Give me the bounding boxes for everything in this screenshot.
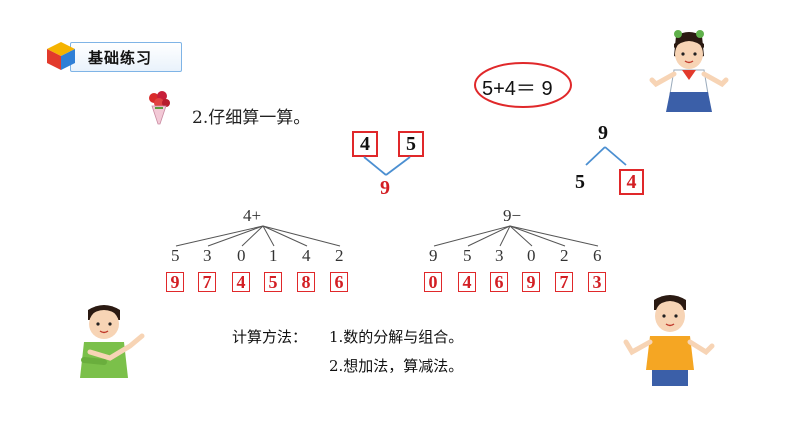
sub-operand: 6 [593,246,602,265]
split-left-box-b: 5 [398,131,424,157]
add-operand: 1 [269,246,278,265]
sub-tree-lines [433,225,599,247]
sub-tree-root: 9− [503,206,522,225]
add-answer-box: 8 [297,272,315,292]
equation-text: 5+4＝ 9 [482,78,553,100]
split-left-result: 9 [380,177,390,199]
sub-answer-box: 4 [458,272,476,292]
sub-operand: 3 [495,246,504,265]
split-right-left: 5 [575,171,585,193]
add-tree-root: 4+ [243,206,262,225]
sub-answer-box: 6 [490,272,508,292]
add-operand: 0 [237,246,246,265]
sub-answer-box: 0 [424,272,442,292]
split-left-box-a: 4 [352,131,378,157]
add-answer-box: 5 [264,272,282,292]
add-answer-box: 7 [198,272,216,292]
girl-illustration [649,30,729,112]
section-title: 基础练习 [88,49,153,67]
method-label: 计算方法： [232,328,308,346]
boy-illustration-left [80,305,145,378]
split-right-answer: 4 [619,169,644,195]
add-answer-box: 4 [232,272,250,292]
equation-circle [474,62,572,108]
sub-operand: 5 [463,246,472,265]
sub-answer-box: 9 [522,272,540,292]
sub-operand: 2 [560,246,569,265]
sub-operand: 0 [527,246,536,265]
add-operand: 5 [171,246,180,265]
flower-icon [149,91,170,125]
cube-icon [47,42,75,70]
split-right-top: 9 [598,122,608,144]
add-operand: 2 [335,246,344,265]
method-line-1: 1.数的分解与组合。 [329,328,464,346]
add-answer-box: 6 [330,272,348,292]
sub-operand: 9 [429,246,438,265]
section-header-bar [70,42,182,72]
sub-answer-box: 3 [588,272,606,292]
sub-answer-box: 7 [555,272,573,292]
add-operand: 4 [302,246,311,265]
task-label: 2.仔细算一算。 [192,108,311,128]
method-line-2: 2.想加法，算减法。 [329,357,464,375]
split-right-lines [585,146,627,166]
add-tree-lines [175,225,341,247]
section-header: 基础练习 [44,38,182,74]
add-operand: 3 [203,246,212,265]
add-answer-box: 9 [166,272,184,292]
boy-illustration-right [623,295,715,386]
split-left-lines [363,156,411,176]
